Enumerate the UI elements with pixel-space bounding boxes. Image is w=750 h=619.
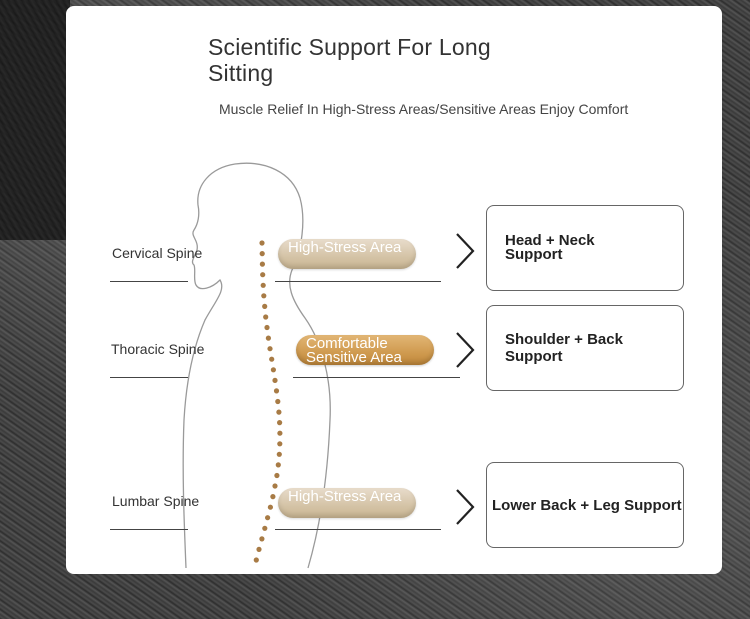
- spine-dot: [276, 451, 282, 457]
- pill-underline: [275, 281, 441, 282]
- spine-dot: [275, 462, 281, 468]
- spine-dot: [260, 272, 266, 278]
- spine-dot: [270, 367, 276, 373]
- pill-underline: [275, 529, 441, 530]
- support-box-lower-back-leg: Lower Back + Leg Support: [486, 462, 684, 548]
- spine-dot: [267, 504, 273, 510]
- spine-dot: [277, 441, 283, 447]
- label-underline: [110, 377, 188, 378]
- spine-dot: [259, 251, 265, 257]
- spine-label-lumbar: Lumbar Spine: [112, 493, 200, 509]
- spine-dot: [264, 324, 270, 331]
- label-underline: [110, 281, 188, 282]
- spine-dots: [253, 240, 283, 563]
- page-subtitle: Muscle Relief In High-Stress Areas/Sensi…: [219, 101, 629, 117]
- support-label: Lower Back + Leg Support: [492, 496, 682, 514]
- spine-label-thoracic: Thoracic Spine: [111, 341, 205, 357]
- spine-dot: [276, 409, 282, 415]
- spine-dot: [270, 494, 276, 500]
- spine-dot: [253, 557, 259, 563]
- label-underline: [110, 529, 188, 530]
- support-box-shoulder-back: Shoulder + Back Support: [486, 305, 684, 391]
- spine-dot: [256, 546, 262, 553]
- chevron-right-icon: [456, 332, 475, 368]
- spine-dot: [265, 515, 271, 521]
- support-box-head-neck: Head + Neck Support: [486, 205, 684, 291]
- spine-dot: [265, 335, 271, 341]
- chevron-right-icon: [456, 233, 475, 269]
- spine-dot: [274, 472, 280, 479]
- spine-dot: [261, 293, 267, 299]
- spine-dot: [260, 282, 266, 288]
- spine-dot: [273, 388, 280, 394]
- spine-dot: [259, 240, 265, 246]
- spine-dot: [275, 398, 281, 405]
- spine-dot: [259, 261, 265, 267]
- spine-dot: [272, 377, 278, 383]
- support-label: Shoulder + Back Support: [505, 331, 623, 365]
- area-pill-comfortable-sensitive: Comfortable Sensitive Area: [296, 335, 434, 365]
- spine-dot: [267, 346, 273, 352]
- spine-dot: [269, 356, 275, 362]
- spine-dot: [277, 420, 283, 426]
- page-title: Scientific Support For Long Sitting: [208, 34, 491, 86]
- spine-dot: [272, 483, 278, 489]
- card-content: Scientific Support For Long Sitting Musc…: [66, 6, 722, 574]
- area-pill-high-stress: High-Stress Area: [278, 239, 416, 269]
- spine-dot: [262, 303, 268, 309]
- spine-dot: [277, 430, 283, 436]
- spine-label-cervical: Cervical Spine: [112, 245, 203, 261]
- spine-dot: [259, 536, 265, 542]
- support-label: Head + Neck Support: [505, 232, 595, 263]
- spine-dot: [262, 525, 268, 531]
- spine-dot: [263, 314, 269, 320]
- body-outline: [182, 162, 331, 569]
- chevron-right-icon: [456, 489, 475, 525]
- pill-underline: [293, 377, 460, 378]
- background-marble: [0, 0, 70, 240]
- area-pill-high-stress: High-Stress Area: [278, 488, 416, 518]
